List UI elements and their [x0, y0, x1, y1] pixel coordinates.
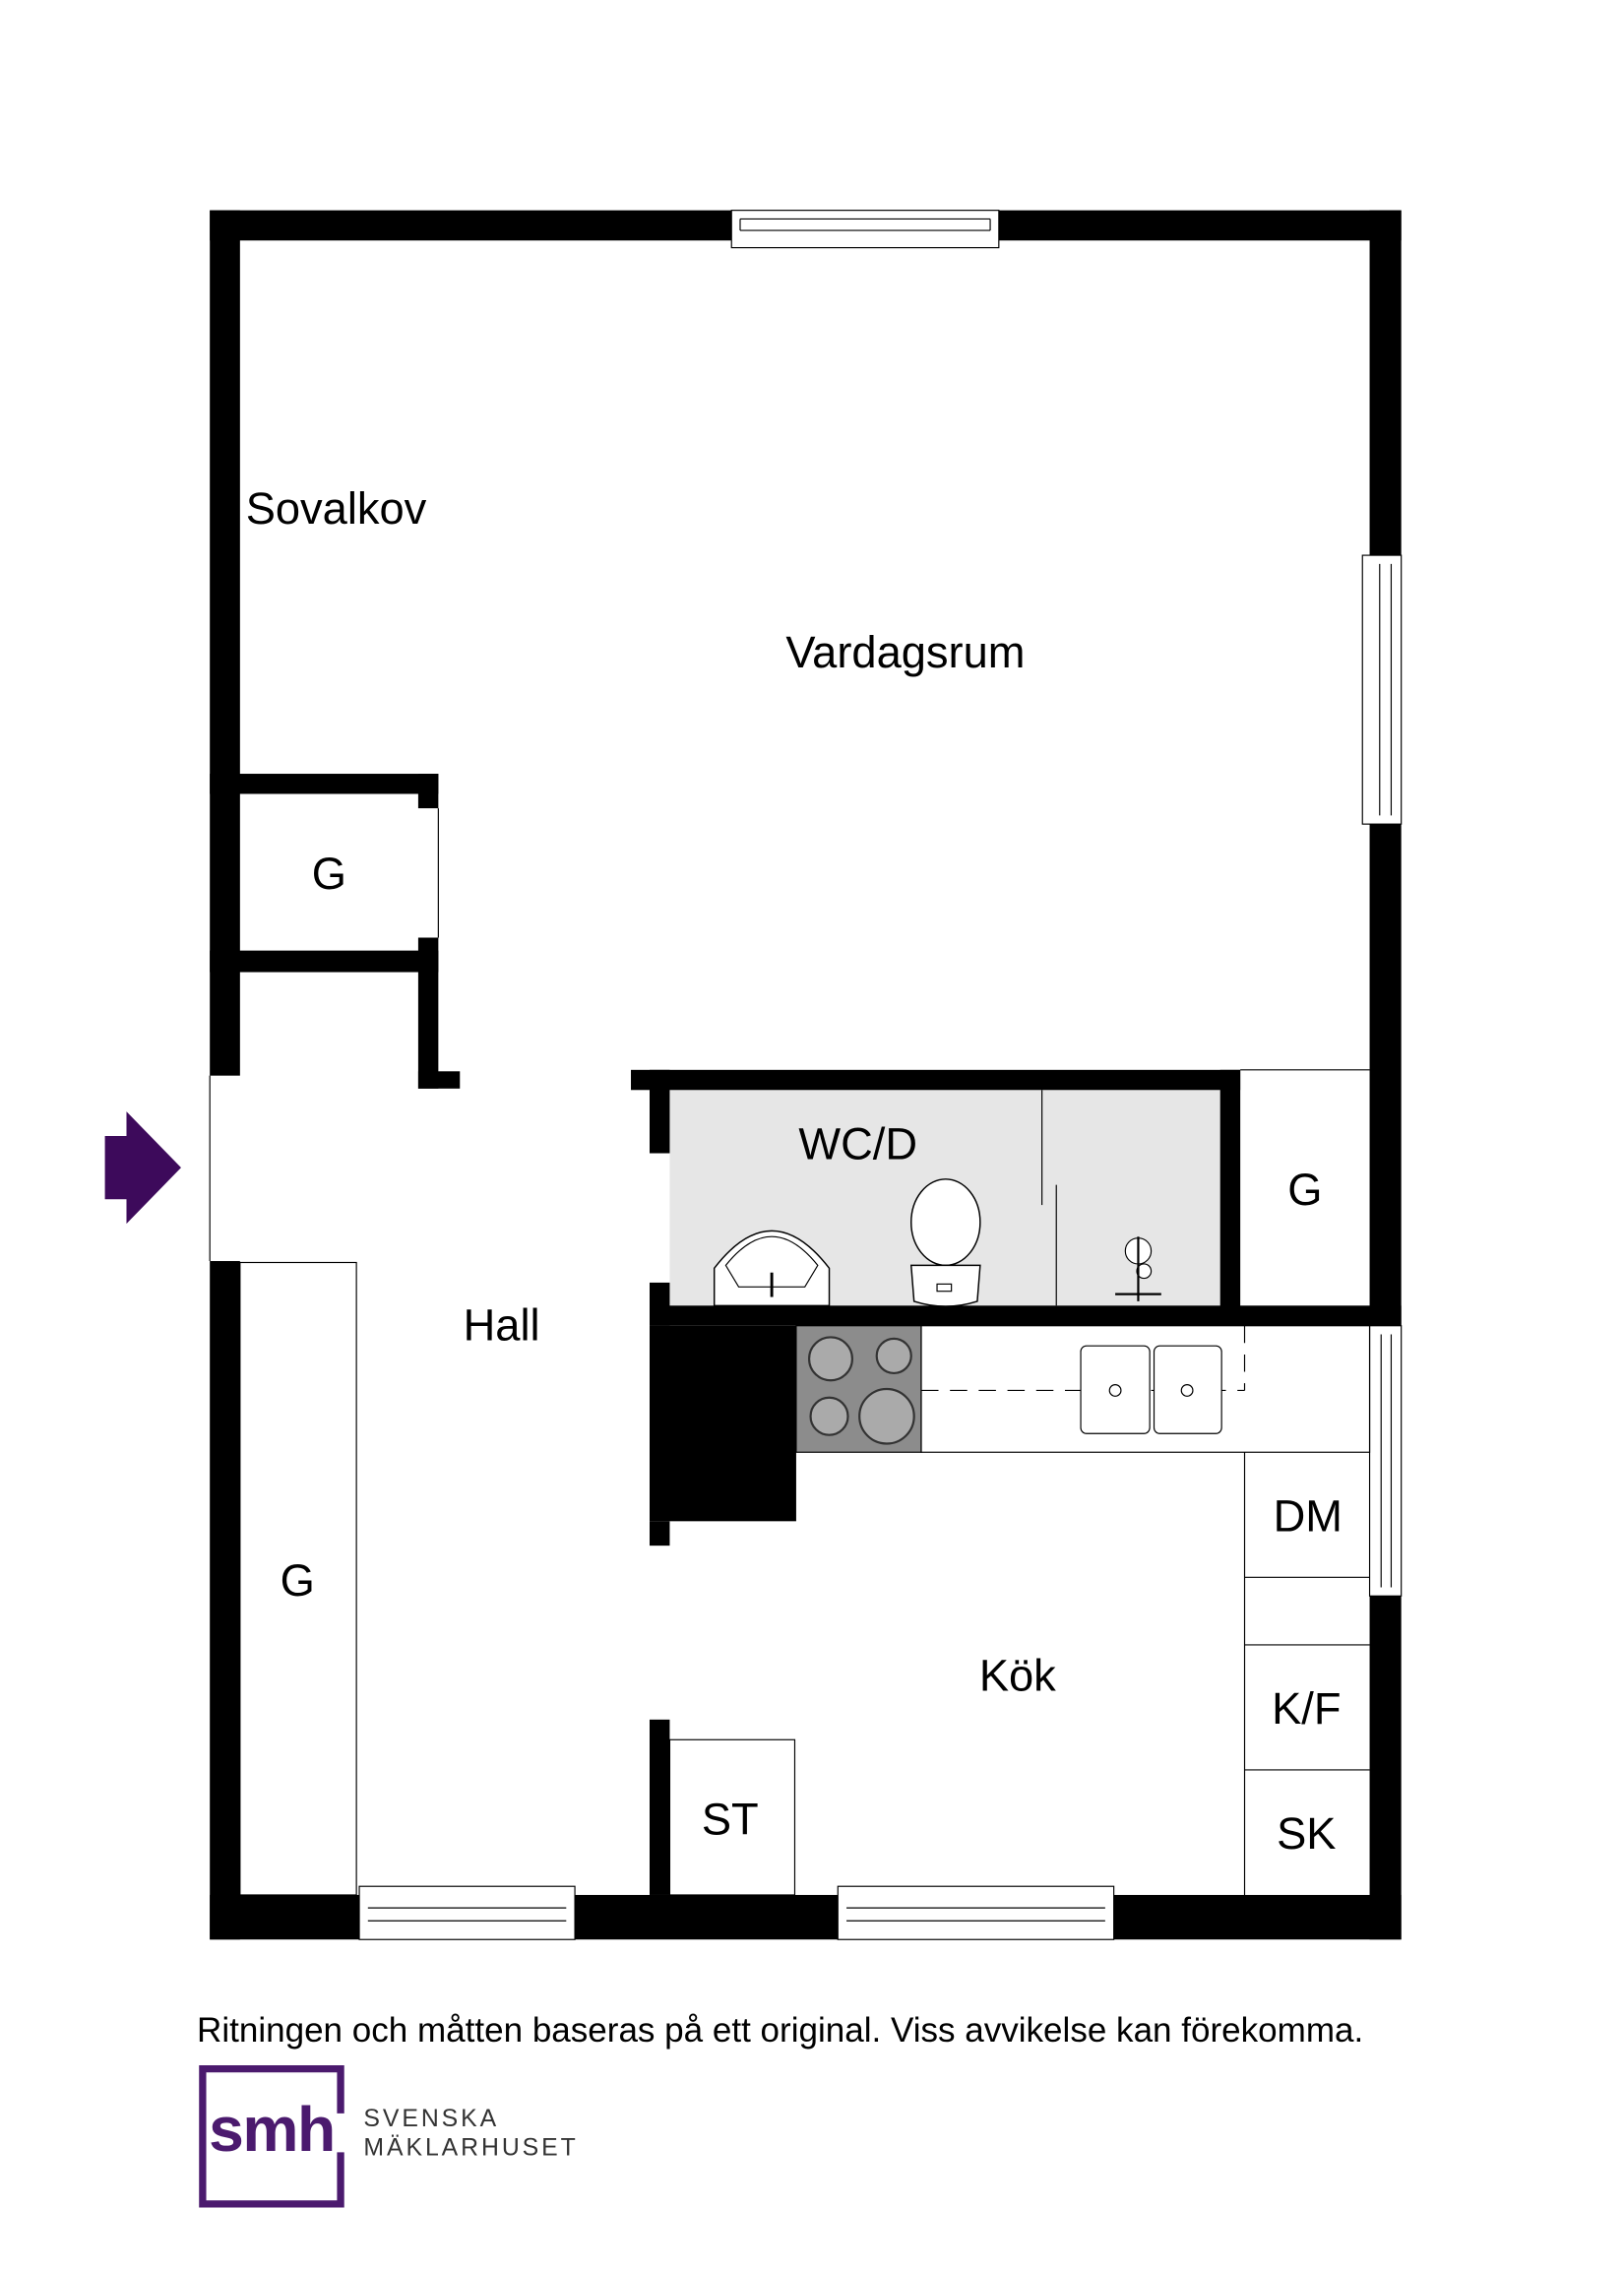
shower-icon: [1115, 1236, 1161, 1301]
label-cabinet: SK: [1277, 1808, 1336, 1859]
room-label-closet-right: G: [1287, 1165, 1322, 1215]
hall-closet: [239, 1261, 357, 1896]
kitchen-appliances: [1243, 1452, 1370, 1895]
kitchen-sink-icon: [1080, 1345, 1222, 1434]
room-label-hall: Hall: [464, 1299, 540, 1350]
room-label-wc: WC/D: [798, 1118, 917, 1168]
window-bottom-kitchen: [837, 1885, 1115, 1940]
kitchen-walls: [650, 1325, 796, 1895]
room-label-kitchen: Kök: [979, 1651, 1056, 1701]
toilet-icon: [909, 1178, 981, 1307]
window-right-living: [1361, 554, 1403, 825]
stove-icon: [795, 1325, 922, 1453]
label-fridge-freezer: K/F: [1272, 1683, 1341, 1734]
room-label-vardagsrum: Vardagsrum: [785, 627, 1025, 677]
room-label-closet-upper: G: [312, 849, 346, 899]
logo-line1: SVENSKA: [363, 2106, 499, 2132]
logo-mark: smh: [209, 2094, 335, 2165]
sink-icon: [713, 1230, 831, 1307]
window-bottom-hall: [358, 1885, 576, 1940]
brand-logo: smh SVENSKA MÄKLARHUSET: [199, 2065, 578, 2208]
label-storage: ST: [702, 1795, 759, 1845]
disclaimer-text: Ritningen och måtten baseras på ett orig…: [197, 2011, 1363, 2050]
window-top: [730, 210, 1000, 249]
logo-line2: MÄKLARHUSET: [363, 2134, 578, 2161]
storage-box: [668, 1738, 796, 1896]
entrance-arrow-icon: [104, 1111, 181, 1225]
outer-walls: [210, 210, 1402, 1940]
label-dishwasher: DM: [1274, 1491, 1343, 1542]
room-label-closet-hall: G: [281, 1555, 315, 1606]
room-label-sovalkov: Sovalkov: [246, 483, 427, 534]
window-right-kitchen: [1368, 1325, 1403, 1597]
closet-upper-walls: [210, 774, 461, 1089]
